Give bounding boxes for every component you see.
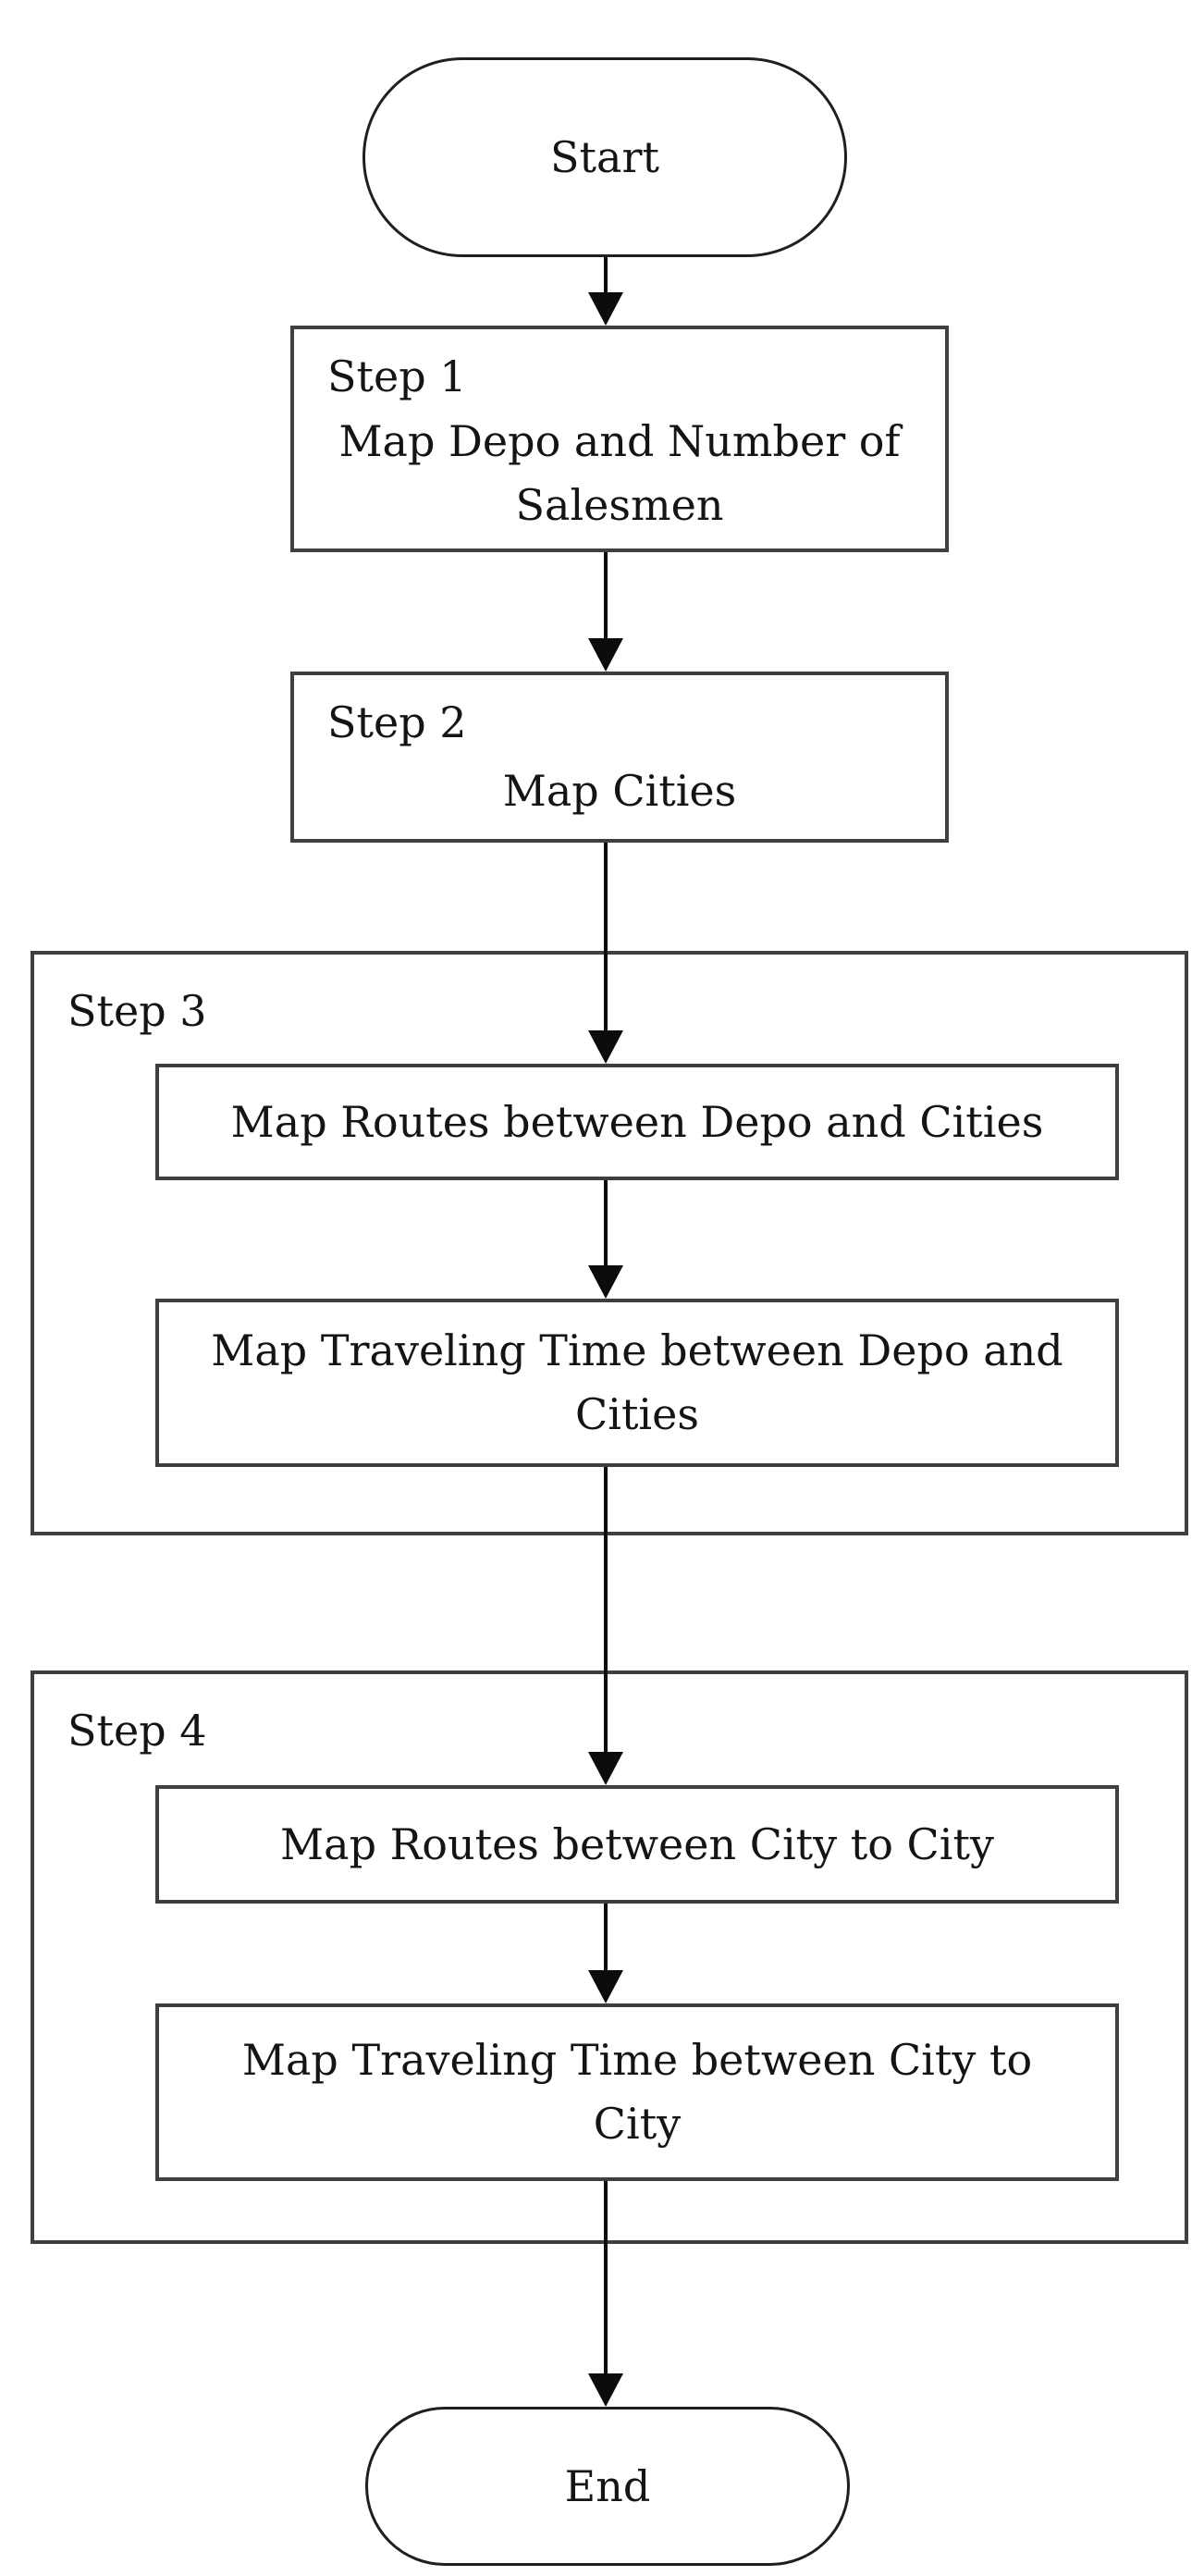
step3-box1-body: Map Routes between Depo and Cities <box>230 1096 1044 1147</box>
step1-body: Map Depo and Number of Salesmen <box>338 415 901 530</box>
arrow-step3-box2-to-step4-box1 <box>587 1467 624 1785</box>
arrow-start-to-step1 <box>587 257 624 326</box>
arrowhead-icon <box>588 1752 623 1785</box>
arrow-shaft <box>604 1467 608 1761</box>
arrow-shaft <box>604 843 608 1040</box>
arrow-shaft <box>604 2181 608 2383</box>
arrow-step4-box2-to-end <box>587 2181 624 2407</box>
arrowhead-icon <box>588 638 623 672</box>
flowchart-node-step1: Step 1 Map Depo and Number of Salesmen <box>290 326 949 552</box>
arrowhead-icon <box>588 292 623 326</box>
start-label: Start <box>550 132 659 182</box>
flowchart-node-step3-box2: Map Traveling Time between Depo and Citi… <box>155 1299 1119 1467</box>
flowchart-node-start: Start <box>362 57 847 257</box>
arrow-shaft <box>604 1904 608 1979</box>
flowchart-group-step4: Step 4 <box>31 1670 1188 2244</box>
flowchart-node-end: End <box>365 2407 850 2566</box>
step4-box2-body: Map Traveling Time between City to City <box>241 2035 1033 2149</box>
flowchart-node-step4-box1: Map Routes between City to City <box>155 1785 1119 1904</box>
end-label: End <box>564 2461 651 2511</box>
arrow-step4-box1-to-box2 <box>587 1904 624 2003</box>
flowchart-group-step3: Step 3 <box>31 951 1188 1535</box>
arrowhead-icon <box>588 1970 623 2003</box>
step2-body: Map Cities <box>502 766 737 817</box>
step3-title: Step 3 <box>68 986 207 1036</box>
flowchart-node-step4-box2: Map Traveling Time between City to City <box>155 2003 1119 2181</box>
step4-title: Step 4 <box>68 1706 207 1756</box>
arrow-step1-to-step2 <box>587 552 624 672</box>
arrow-shaft <box>604 257 608 302</box>
arrowhead-icon <box>588 1265 623 1299</box>
arrow-shaft <box>604 1180 608 1275</box>
arrow-shaft <box>604 552 608 647</box>
step2-title: Step 2 <box>327 697 467 747</box>
flowchart-node-step2: Step 2 Map Cities <box>290 672 949 843</box>
arrow-step3-box1-to-box2 <box>587 1180 624 1299</box>
step1-title: Step 1 <box>327 351 467 401</box>
flowchart-node-step3-box1: Map Routes between Depo and Cities <box>155 1064 1119 1180</box>
arrowhead-icon <box>588 1030 623 1064</box>
arrowhead-icon <box>588 2373 623 2407</box>
arrow-step2-to-step3-box1 <box>587 843 624 1064</box>
step3-box2-body: Map Traveling Time between Depo and Citi… <box>211 1325 1063 1439</box>
step4-box1-body: Map Routes between City to City <box>280 1818 994 1869</box>
